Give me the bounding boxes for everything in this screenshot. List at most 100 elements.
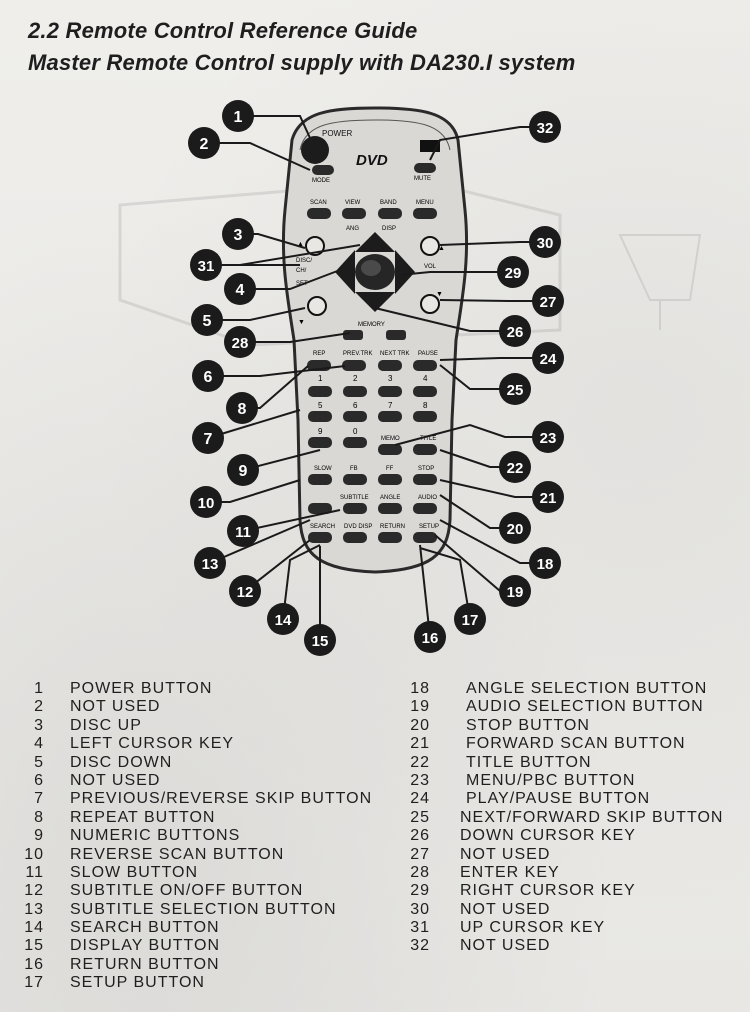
callout-6: 6: [192, 360, 224, 392]
title-button[interactable]: [413, 444, 437, 455]
callout-18: 18: [529, 547, 561, 579]
ff-label: FF: [386, 466, 394, 472]
audio-button[interactable]: [413, 503, 437, 514]
callout-3: 3: [222, 218, 254, 250]
numeric-keypad: 1 2 3 4 5 6 7 8 9 0: [308, 374, 437, 448]
key-6[interactable]: [343, 411, 367, 422]
memo-button[interactable]: [378, 444, 402, 455]
legend-label: ANGLE SELECTION BUTTON: [466, 680, 708, 697]
vol-down-button[interactable]: [420, 294, 440, 314]
up-arrow-icon: ▲: [297, 241, 304, 248]
key-8[interactable]: [413, 411, 437, 422]
slow-button[interactable]: [308, 474, 332, 485]
memory-up-button[interactable]: [386, 330, 406, 340]
pause-label: PAUSE: [418, 351, 438, 357]
svg-text:30: 30: [537, 235, 554, 252]
down-arrow-icon: ▼: [436, 291, 443, 298]
svg-text:3: 3: [234, 227, 243, 244]
legend-number: 5: [34, 753, 44, 771]
svg-text:25: 25: [507, 382, 524, 399]
legend-number: 6: [34, 771, 44, 789]
ff-button[interactable]: [378, 474, 402, 485]
legend-label: NOT USED: [460, 937, 551, 955]
legend-label: MENU/PBC BUTTON: [466, 771, 636, 789]
callout-26: 26: [499, 315, 531, 347]
disc-down-button[interactable]: [307, 296, 327, 316]
legend-number: 13: [24, 900, 44, 918]
legend-label: PLAY/PAUSE BUTTON: [466, 790, 651, 808]
disc-up-button[interactable]: [305, 236, 325, 256]
mode-button[interactable]: [312, 165, 334, 175]
svg-text:18: 18: [537, 556, 554, 573]
legend-label: REPEAT BUTTON: [70, 808, 216, 826]
fb-button[interactable]: [343, 474, 367, 485]
legend-label: NUMERIC BUTTONS: [70, 827, 241, 845]
key-0[interactable]: [343, 437, 367, 448]
svg-text:17: 17: [462, 612, 479, 629]
digit-4: 4: [423, 374, 428, 383]
menu-button[interactable]: [413, 208, 437, 219]
key-9[interactable]: [308, 437, 332, 448]
dvd-disp-button[interactable]: [343, 532, 367, 543]
band-button[interactable]: [378, 208, 402, 219]
callout-11: 11: [227, 515, 259, 547]
power-button[interactable]: [301, 136, 329, 164]
prev-track-button[interactable]: [342, 360, 366, 371]
right-cursor-key[interactable]: [395, 250, 415, 294]
search-button[interactable]: [308, 532, 332, 543]
legend-number: 28: [410, 863, 430, 881]
scan-button[interactable]: [307, 208, 331, 219]
next-track-button[interactable]: [378, 360, 402, 371]
legend-number: 9: [34, 827, 44, 845]
up-cursor-key[interactable]: [355, 232, 395, 252]
key-4[interactable]: [413, 386, 437, 397]
subtitle-onoff-button[interactable]: [308, 503, 332, 514]
mute-label: MUTE: [414, 176, 431, 182]
callout-8: 8: [226, 392, 258, 424]
legend-number: 16: [24, 955, 44, 973]
legend-number: 3: [34, 716, 44, 734]
legend-label: NOT USED: [70, 771, 161, 789]
angle-button[interactable]: [378, 503, 402, 514]
key-2[interactable]: [343, 386, 367, 397]
subtitle-button[interactable]: [343, 503, 367, 514]
remote-control-diagram: POWER DVD MUTE MODE SCAN VIEW BAND MENU …: [118, 100, 702, 656]
down-cursor-key[interactable]: [355, 292, 395, 312]
callout-7: 7: [192, 422, 224, 454]
key-1[interactable]: [308, 386, 332, 397]
memory-down-button[interactable]: [343, 330, 363, 340]
audio-label: AUDIO: [418, 495, 437, 501]
left-cursor-key[interactable]: [335, 250, 355, 294]
dvd-logo: DVD: [356, 152, 388, 169]
mute-button[interactable]: [414, 163, 436, 173]
setup-button[interactable]: [413, 532, 437, 543]
digit-7: 7: [388, 401, 393, 410]
key-3[interactable]: [378, 386, 402, 397]
key-5[interactable]: [308, 411, 332, 422]
svg-text:10: 10: [198, 495, 215, 512]
callout-17: 17: [454, 603, 486, 635]
digit-1: 1: [318, 374, 323, 383]
legend-number: 17: [24, 974, 44, 992]
key-7[interactable]: [378, 411, 402, 422]
memory-label: MEMORY: [358, 322, 385, 328]
stop-button[interactable]: [413, 474, 437, 485]
svg-text:29: 29: [505, 265, 522, 282]
view-button[interactable]: [342, 208, 366, 219]
legend-number: 12: [24, 882, 44, 900]
view-label: VIEW: [345, 200, 361, 206]
pause-button[interactable]: [413, 360, 437, 371]
legend-number: 27: [410, 845, 430, 863]
page-title: 2.2 Remote Control Reference Guide: [28, 18, 418, 43]
vol-up-button[interactable]: [420, 236, 440, 256]
callout-32: 32: [529, 111, 561, 143]
return-button[interactable]: [378, 532, 402, 543]
title-label: TITLE: [420, 436, 436, 442]
legend-number: 14: [24, 919, 44, 937]
